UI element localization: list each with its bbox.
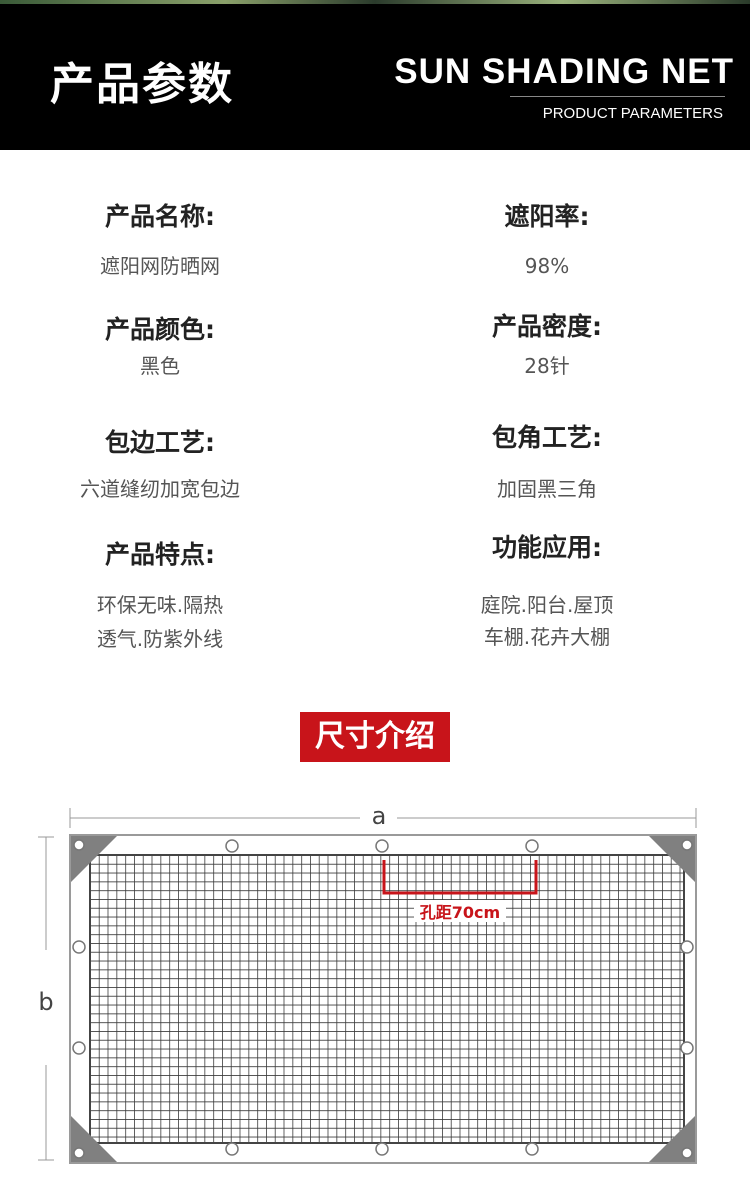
param-corner: 包角工艺: 加固黑三角 bbox=[387, 418, 707, 505]
param-features: 产品特点: 环保无味.隔热 透气.防紫外线 bbox=[0, 535, 320, 655]
grommet bbox=[681, 1147, 693, 1159]
height-label: b bbox=[38, 988, 53, 1016]
grommet bbox=[525, 1142, 539, 1156]
param-color: 产品颜色: 黑色 bbox=[0, 310, 320, 382]
title-en: SUN SHADING NET bbox=[394, 52, 734, 91]
grommet bbox=[680, 1041, 694, 1055]
grommet bbox=[680, 940, 694, 954]
param-value: 透气.防紫外线 bbox=[96, 627, 224, 651]
hole-spacing-bracket bbox=[382, 860, 538, 895]
title-cn: 产品参数 bbox=[50, 59, 234, 110]
param-value: 遮阳网防晒网 bbox=[100, 254, 220, 278]
param-value: 环保无味.隔热 bbox=[96, 593, 224, 617]
width-label: a bbox=[372, 802, 387, 830]
grommet bbox=[681, 839, 693, 851]
net-mesh bbox=[89, 854, 685, 1144]
grommet bbox=[72, 1041, 86, 1055]
grommet bbox=[375, 1142, 389, 1156]
size-section-title: 尺寸介绍 bbox=[300, 712, 450, 762]
grommet bbox=[225, 1142, 239, 1156]
param-shade-rate: 遮阳率: 98% bbox=[387, 197, 707, 282]
header-banner: 产品参数 SUN SHADING NET PRODUCT PARAMETERS bbox=[0, 0, 750, 150]
param-value: 98% bbox=[524, 254, 570, 278]
header-photo-strip bbox=[0, 0, 750, 4]
param-label: 包边工艺: bbox=[105, 428, 215, 457]
param-value: 庭院.阳台.屋顶 bbox=[480, 593, 614, 617]
grommet bbox=[72, 940, 86, 954]
size-diagram: a b bbox=[0, 790, 750, 1188]
param-value: 车棚.花卉大棚 bbox=[483, 625, 611, 649]
param-value: 加固黑三角 bbox=[497, 477, 597, 501]
width-dimension bbox=[69, 808, 697, 828]
param-label: 产品特点: bbox=[105, 540, 215, 569]
grommets bbox=[72, 839, 694, 1159]
param-value: 黑色 bbox=[140, 354, 180, 378]
net-diagram-svg: a b bbox=[38, 802, 697, 1164]
grommet bbox=[73, 1147, 85, 1159]
param-label: 产品密度: bbox=[492, 312, 602, 341]
grommet bbox=[525, 839, 539, 853]
grommet bbox=[73, 839, 85, 851]
param-edge: 包边工艺: 六道缝纫加宽包边 bbox=[0, 423, 320, 505]
hole-spacing-label-bg bbox=[414, 900, 506, 922]
hole-spacing-label: 孔距70cm bbox=[420, 903, 500, 922]
param-label: 功能应用: bbox=[492, 533, 602, 562]
title-subtitle: PRODUCT PARAMETERS bbox=[542, 105, 723, 122]
param-usage: 功能应用: 庭院.阳台.屋顶 车棚.花卉大棚 bbox=[387, 528, 707, 653]
param-label: 产品名称: bbox=[105, 202, 215, 231]
param-value: 28针 bbox=[524, 354, 570, 378]
param-value: 六道缝纫加宽包边 bbox=[80, 477, 240, 501]
param-label: 遮阳率: bbox=[504, 202, 590, 231]
param-density: 产品密度: 28针 bbox=[387, 307, 707, 382]
param-label: 包角工艺: bbox=[492, 423, 602, 452]
param-label: 产品颜色: bbox=[105, 315, 215, 344]
grommet bbox=[375, 839, 389, 853]
param-name: 产品名称: 遮阳网防晒网 bbox=[0, 197, 320, 282]
title-divider bbox=[510, 96, 725, 97]
height-dimension bbox=[38, 836, 54, 1161]
grommet bbox=[225, 839, 239, 853]
